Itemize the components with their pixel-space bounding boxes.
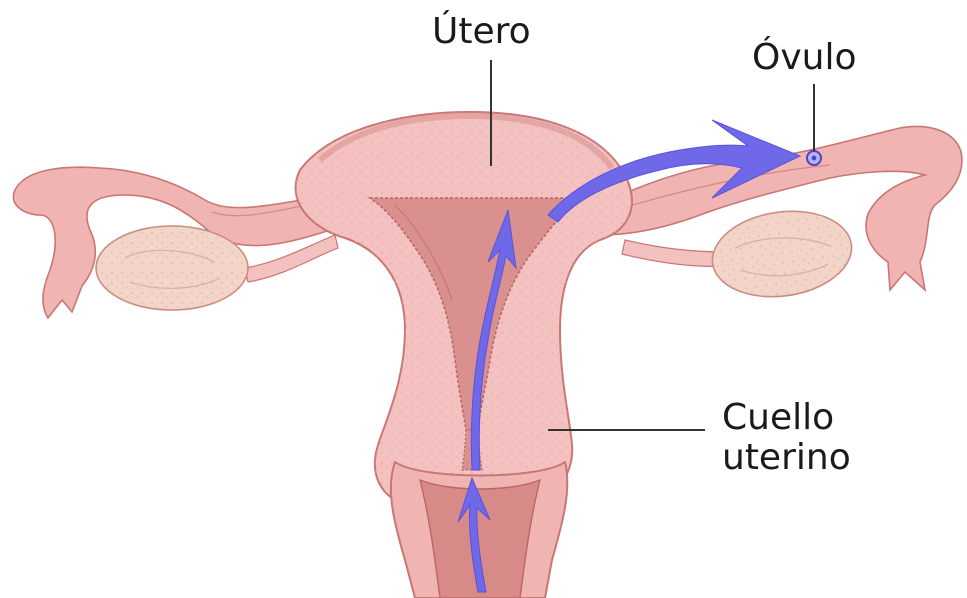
left-ovary xyxy=(96,226,248,310)
ovum-label: Óvulo xyxy=(752,38,856,78)
cervix-label-line-1: Cuello xyxy=(722,398,851,438)
right-ovary xyxy=(707,203,857,306)
cervix-label-line-2: uterino xyxy=(722,438,851,478)
right-ovarian-ligament xyxy=(622,240,725,266)
cervix-label: Cuello uterino xyxy=(722,398,851,479)
ovum xyxy=(807,151,821,165)
uterus-label: Útero xyxy=(432,12,531,52)
